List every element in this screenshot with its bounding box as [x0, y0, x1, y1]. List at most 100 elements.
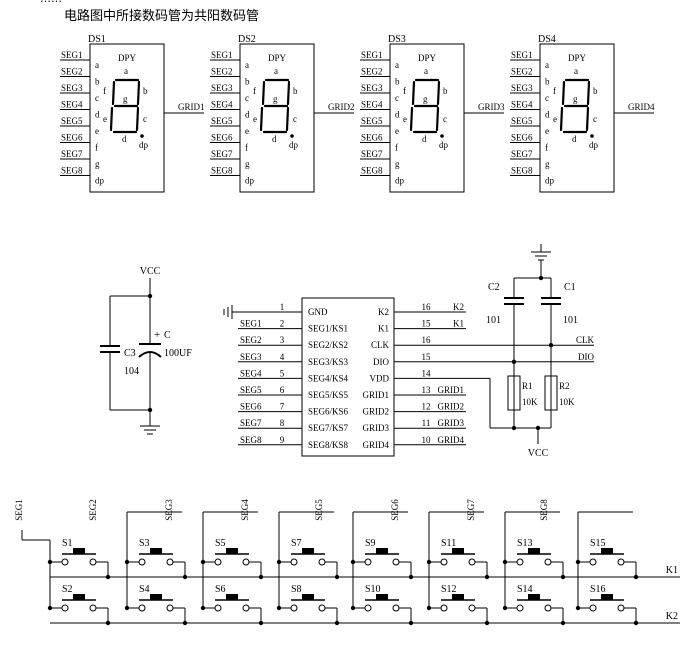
display-part-label: DPY [118, 53, 137, 63]
chip-right-net-label: GRID1 [438, 385, 465, 395]
display-pin-letter: b [395, 77, 400, 87]
vcc-top-label: VCC [140, 266, 161, 277]
chip-right-net-label: GRID2 [438, 402, 465, 412]
display-part-label: DPY [268, 53, 287, 63]
junction-dot [105, 574, 111, 580]
seg-label-b: b [593, 86, 598, 96]
key-seg-label: SEG6 [390, 499, 400, 521]
segment-bar [286, 80, 291, 106]
switch-cap [452, 548, 464, 554]
segment-bar [109, 106, 114, 132]
c2-value-label: 101 [486, 315, 501, 326]
display-pin-letter: c [245, 93, 249, 103]
display-pin-label: SEG6 [61, 133, 83, 143]
header-fragment: …… [40, 0, 62, 5]
switch-ref-label: S10 [365, 584, 381, 595]
display-body [389, 43, 465, 193]
display-ds4: DS4DPYSEG1aSEG2bSEG3cSEG4dSEG5eSEG6fSEG7… [510, 34, 655, 193]
seg-label-dp: dp [439, 140, 449, 150]
seg-label-c: c [143, 114, 147, 124]
r1-ref-label: R1 [522, 381, 533, 391]
switch-contact [617, 604, 625, 612]
display-body [89, 43, 165, 193]
seg-label-e: e [103, 114, 107, 124]
display-pin-label: SEG5 [361, 116, 383, 126]
switch-contact [440, 604, 448, 612]
seg-label-d: d [422, 134, 427, 144]
display-pin-label: SEG4 [61, 100, 83, 110]
dio-net-label: DIO [578, 352, 594, 362]
c1-value-label: 101 [563, 315, 578, 326]
switch-contact [214, 604, 222, 612]
display-pin-label: SEG3 [361, 83, 383, 93]
display-pin-label: SEG1 [511, 50, 533, 60]
c2-ref-label: C2 [488, 282, 500, 293]
chip-left-pin-name: SEG5/KS5 [308, 390, 349, 400]
switch-contact [89, 558, 97, 566]
display-pin-label: SEG8 [61, 166, 83, 176]
chip-right-pin-num: 11 [422, 418, 431, 428]
junction-dot [484, 574, 490, 580]
chip-left-pin-num: 7 [280, 402, 285, 412]
switch-cap [150, 548, 162, 554]
switch-cap [376, 594, 388, 600]
chip-right-pin-num: 15 [422, 319, 432, 329]
seg-label-f: f [553, 86, 556, 96]
display-pin-letter: d [395, 110, 400, 120]
switch-contact [468, 558, 476, 566]
key-seg-label: SEG1 [14, 499, 24, 521]
seg-label-g: g [123, 94, 128, 104]
clk-net-label: CLK [576, 335, 595, 345]
chip-left-net-label: SEG7 [240, 418, 262, 428]
display-pin-letter: a [545, 60, 549, 70]
display-ds2: DS2DPYSEG1aSEG2bSEG3cSEG4dSEG5eSEG6fSEG7… [210, 34, 355, 193]
chip-right-pin-num: 12 [422, 402, 431, 412]
switch-contact [440, 558, 448, 566]
switch-cap [528, 548, 540, 554]
display-pin-letter: f [545, 143, 548, 153]
chip-right-pin-name: GRID4 [363, 440, 390, 450]
switch-contact [364, 604, 372, 612]
seg-label-d: d [122, 134, 127, 144]
display-pin-label: SEG8 [211, 166, 233, 176]
display-pin-label: SEG5 [211, 116, 233, 126]
switch-contact [138, 558, 146, 566]
switch-ref-label: S15 [590, 538, 606, 549]
display-pin-letter: d [95, 110, 100, 120]
chip-right-pin-name: K2 [378, 307, 389, 317]
display-pin-label: SEG3 [211, 83, 233, 93]
switch-cap [452, 594, 464, 600]
chip-left-pin-num: 2 [280, 319, 285, 329]
display-pin-letter: b [95, 77, 100, 87]
seg-label-d: d [572, 134, 577, 144]
display-pin-label: SEG5 [61, 116, 83, 126]
chip-left-pin-num: 8 [280, 418, 285, 428]
chip-left-pin-num: 5 [280, 368, 285, 378]
switch-ref-label: S14 [517, 584, 533, 595]
switch-ref-label: S3 [139, 538, 150, 549]
segment-bar [409, 106, 414, 132]
chip-right-pin-num: 16 [422, 302, 432, 312]
display-pin-letter: e [395, 126, 399, 136]
chip-left-net-label: SEG2 [240, 335, 262, 345]
chip-left-pin-name: SEG6/KS6 [308, 407, 349, 417]
seg-label-b: b [443, 86, 448, 96]
chip-left-net-label: SEG8 [240, 435, 262, 445]
switch-ref-label: S1 [62, 538, 73, 549]
display-pin-letter: a [395, 60, 399, 70]
junction-dot [334, 620, 340, 626]
display-pin-letter: g [245, 159, 250, 169]
chip-left-net-label: SEG5 [240, 385, 262, 395]
display-pin-label: SEG7 [61, 149, 83, 159]
switch-contact [617, 558, 625, 566]
junction-dot [560, 620, 566, 626]
switch-ref-label: S9 [365, 538, 376, 549]
display-pin-label: SEG2 [61, 67, 83, 77]
switch-ref-label: S12 [441, 584, 457, 595]
switch-cap [601, 548, 613, 554]
vcc-bottom-label: VCC [528, 448, 549, 459]
display-pin-letter: dp [395, 176, 405, 186]
